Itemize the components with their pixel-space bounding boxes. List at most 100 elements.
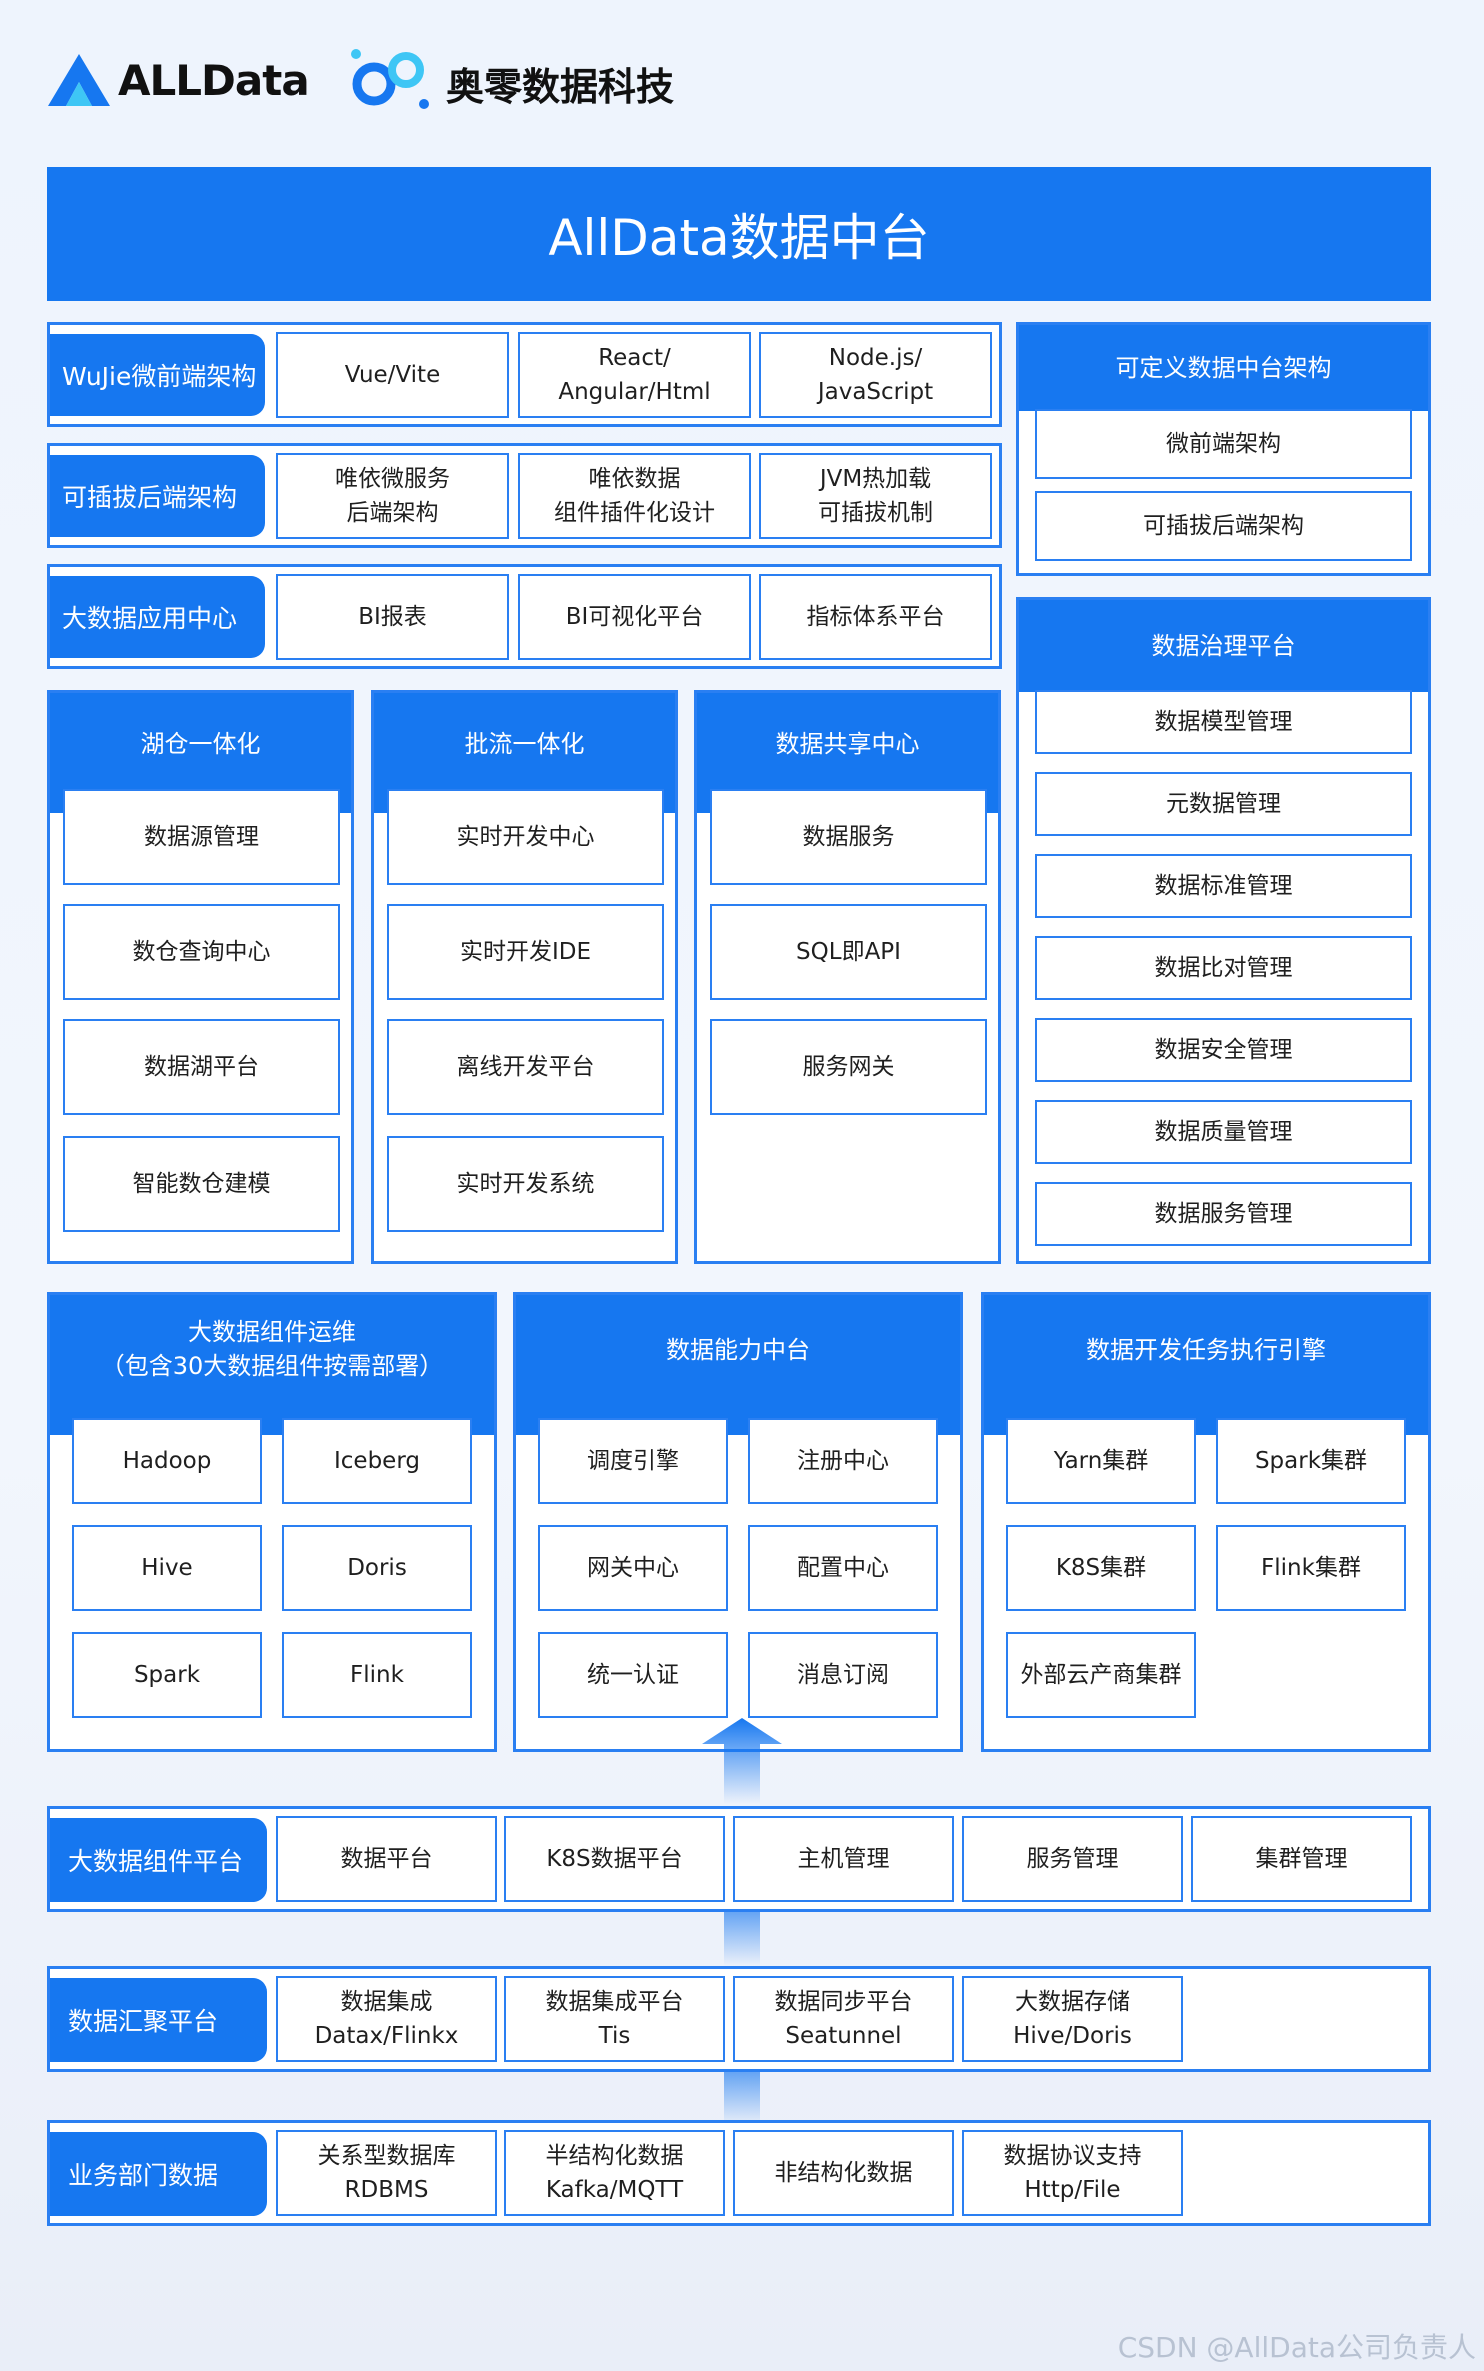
engine-item-cloud-text: 外部云产商集群 [1020, 1662, 1182, 1688]
capability-item-auth-text: 统一认证 [587, 1662, 679, 1688]
aoling-logo-icon [351, 49, 429, 109]
engine-item-k8s: K8S集群 [1006, 1525, 1196, 1611]
ops-item-flink: Flink [282, 1632, 472, 1718]
capability-item-config-text: 配置中心 [797, 1555, 889, 1581]
governance-item-model: 数据模型管理 [1035, 690, 1412, 754]
component-item-host: 主机管理 [733, 1816, 954, 1902]
sharing-item-gateway-text: 服务网关 [802, 1054, 895, 1080]
capability-item-registry-text: 注册中心 [797, 1448, 889, 1474]
engine-panel: 数据开发任务执行引擎 Yarn集群 Spark集群 K8S集群 Flink集群 … [981, 1292, 1431, 1752]
row-bigapp-label-text: 大数据应用中心 [62, 604, 238, 633]
backend-item-2-line1: 唯依数据 [588, 466, 681, 492]
business-item-rdbms-line1: 关系型数据库 [317, 2143, 456, 2169]
streambatch-item-ide: 实时开发IDE [387, 904, 664, 1000]
capability-item-scheduler: 调度引擎 [538, 1418, 728, 1504]
streambatch-item-realtime-system-text: 实时开发系统 [456, 1171, 595, 1197]
aggregation-item-datax-line1: 数据集成 [340, 1989, 433, 2015]
lakehouse-item-datasource-text: 数据源管理 [144, 824, 259, 850]
aoling-logo: 奥零数据科技 [346, 44, 676, 114]
page-title-text: AllData数据中台 [548, 209, 930, 267]
capability-title: 数据能力中台 [516, 1295, 960, 1435]
component-item-service: 服务管理 [962, 1816, 1183, 1902]
component-item-data-platform: 数据平台 [276, 1816, 497, 1902]
governance-item-security: 数据安全管理 [1035, 1018, 1412, 1082]
custom-arch-title-text: 可定义数据中台架构 [1115, 354, 1332, 382]
row-bigapp-label: 大数据应用中心 [50, 576, 265, 658]
backend-item-1: 唯依微服务 后端架构 [276, 453, 509, 539]
governance-item-standard-text: 数据标准管理 [1154, 873, 1293, 899]
governance-item-model-text: 数据模型管理 [1154, 709, 1293, 735]
governance-item-compare: 数据比对管理 [1035, 936, 1412, 1000]
governance-item-quality: 数据质量管理 [1035, 1100, 1412, 1164]
streambatch-item-realtime-center: 实时开发中心 [387, 789, 664, 885]
bigapp-item-bi-report: BI报表 [276, 574, 509, 660]
sharing-item-dataservice: 数据服务 [710, 789, 987, 885]
alldata-logo: ALLData [48, 50, 310, 110]
ops-title-line2: （包含30大数据组件按需部署） [100, 1352, 444, 1380]
capability-item-registry: 注册中心 [748, 1418, 938, 1504]
governance-item-security-text: 数据安全管理 [1154, 1037, 1293, 1063]
sharing-item-dataservice-text: 数据服务 [802, 824, 895, 850]
aggregation-item-seatunnel-line2: Seatunnel [785, 2023, 902, 2049]
ops-item-flink-text: Flink [350, 1662, 404, 1688]
aggregation-item-tis-line2: Tis [598, 2023, 631, 2049]
component-item-k8s-platform: K8S数据平台 [504, 1816, 725, 1902]
aoling-logo-text: 奥零数据科技 [446, 65, 675, 109]
engine-item-flink-text: Flink集群 [1261, 1555, 1361, 1581]
engine-item-yarn: Yarn集群 [1006, 1418, 1196, 1504]
streambatch-item-realtime-center-text: 实时开发中心 [456, 824, 595, 850]
lakehouse-item-modeling-text: 智能数仓建模 [132, 1171, 271, 1197]
governance-title-text: 数据治理平台 [1151, 632, 1296, 660]
backend-item-1-line2: 后端架构 [346, 500, 439, 526]
aggregation-item-datax: 数据集成 Datax/Flinkx [276, 1976, 497, 2062]
sharing-item-sqlapi-text: SQL即API [796, 939, 901, 965]
lakehouse-item-query: 数仓查询中心 [63, 904, 340, 1000]
backend-item-3-line2: 可插拔机制 [818, 500, 933, 526]
wujie-item-node-line1: Node.js/ [828, 345, 923, 371]
ops-title: 大数据组件运维 （包含30大数据组件按需部署） [50, 1295, 494, 1435]
lakehouse-title-text: 湖仓一体化 [140, 730, 261, 758]
row-backend-label-text: 可插拔后端架构 [62, 483, 238, 512]
bigapp-item-bi-report-text: BI报表 [358, 604, 427, 630]
backend-item-3-line1: JVM热加载 [819, 466, 932, 492]
backend-item-2: 唯依数据 组件插件化设计 [518, 453, 751, 539]
component-item-host-text: 主机管理 [797, 1846, 890, 1872]
wujie-item-vue: Vue/Vite [276, 332, 509, 418]
governance-item-service-text: 数据服务管理 [1154, 1201, 1293, 1227]
business-item-protocol-line2: Http/File [1024, 2177, 1121, 2203]
ops-item-hadoop: Hadoop [72, 1418, 262, 1504]
row-business-label-text: 业务部门数据 [68, 2161, 219, 2190]
governance-item-metadata-text: 元数据管理 [1166, 791, 1281, 817]
row-aggregation-label-text: 数据汇聚平台 [68, 2007, 219, 2036]
wujie-item-react-line1: React/ [598, 345, 671, 371]
lakehouse-item-modeling: 智能数仓建模 [63, 1136, 340, 1232]
component-item-k8s-platform-text: K8S数据平台 [546, 1846, 683, 1872]
wujie-item-react-line2: Angular/Html [558, 379, 711, 405]
sharing-title-text: 数据共享中心 [775, 730, 920, 758]
streambatch-title-text: 批流一体化 [464, 730, 585, 758]
ops-item-hive: Hive [72, 1525, 262, 1611]
wujie-item-vue-text: Vue/Vite [344, 362, 441, 388]
custom-arch-item-backend: 可插拔后端架构 [1035, 491, 1412, 561]
aggregation-item-tis: 数据集成平台 Tis [504, 1976, 725, 2062]
capability-item-config: 配置中心 [748, 1525, 938, 1611]
ops-title-line1: 大数据组件运维 [188, 1318, 356, 1346]
capability-item-subscribe: 消息订阅 [748, 1632, 938, 1718]
business-item-protocol-line1: 数据协议支持 [1003, 2143, 1142, 2169]
custom-arch-item-frontend-text: 微前端架构 [1166, 431, 1281, 457]
alldata-logo-text: ALLData [118, 56, 310, 105]
capability-item-gateway-text: 网关中心 [587, 1555, 679, 1581]
governance-item-metadata: 元数据管理 [1035, 772, 1412, 836]
wujie-item-node: Node.js/ JavaScript [759, 332, 992, 418]
watermark: CSDN @AllData公司负责人 [1118, 2326, 1476, 2366]
streambatch-item-offline: 离线开发平台 [387, 1019, 664, 1115]
sharing-item-gateway: 服务网关 [710, 1019, 987, 1115]
ops-panel: 大数据组件运维 （包含30大数据组件按需部署） Hadoop Iceberg H… [47, 1292, 497, 1752]
business-item-protocol: 数据协议支持 Http/File [962, 2130, 1183, 2216]
capability-item-scheduler-text: 调度引擎 [587, 1448, 679, 1474]
engine-item-spark: Spark集群 [1216, 1418, 1406, 1504]
row-backend-label: 可插拔后端架构 [50, 455, 265, 537]
row-component-platform-label-text: 大数据组件平台 [68, 1847, 244, 1876]
row-component-platform-label: 大数据组件平台 [50, 1818, 267, 1902]
business-item-unstructured-text: 非结构化数据 [774, 2160, 913, 2186]
